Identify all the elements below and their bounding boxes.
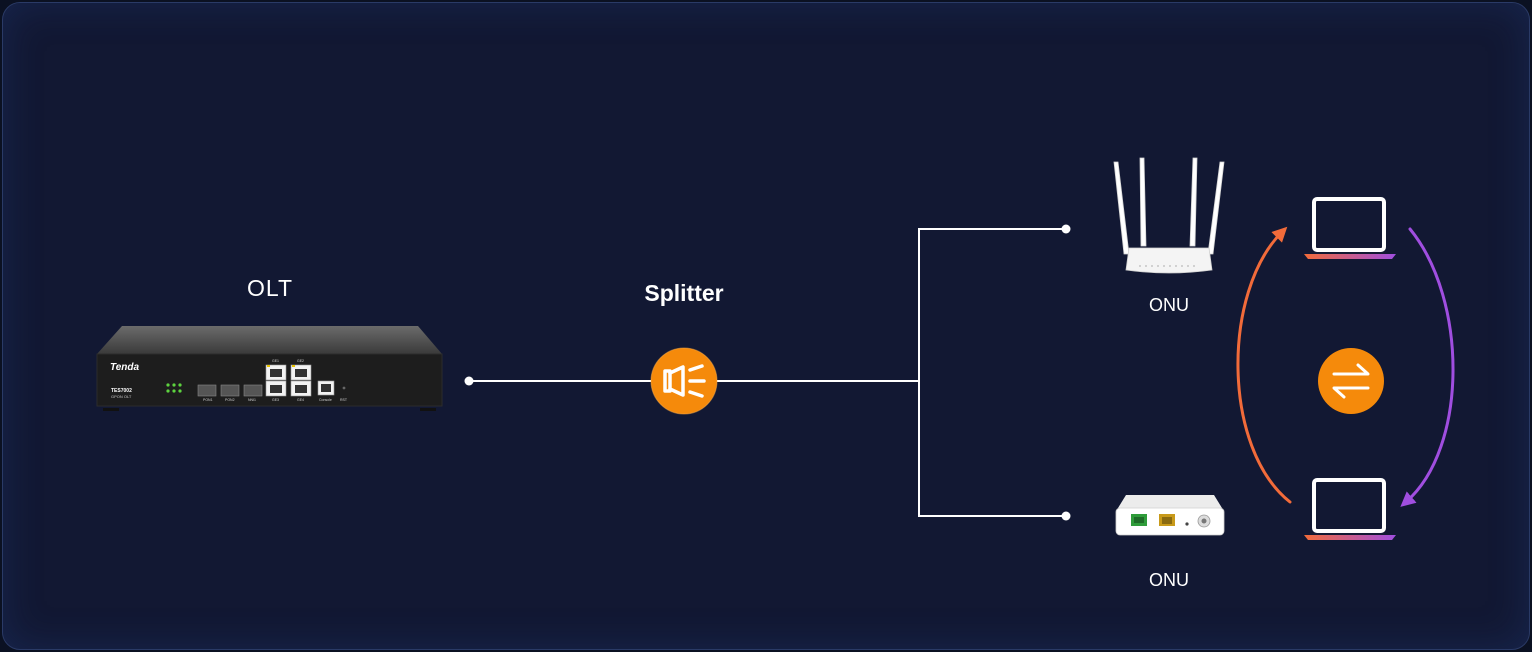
- svg-text:GE2: GE2: [297, 359, 304, 363]
- olt-port-dot: [464, 376, 474, 386]
- svg-text:GE1: GE1: [272, 359, 279, 363]
- connection-lines: [464, 224, 1071, 521]
- olt-model: TES7002: [111, 388, 132, 394]
- router-port-dot: [1061, 224, 1071, 234]
- downstream-arrow: [1400, 227, 1455, 507]
- olt-sfp-ports: [197, 384, 263, 397]
- olt-status-leds: [166, 383, 182, 393]
- svg-text:RST: RST: [340, 398, 348, 402]
- olt-brand: Tenda: [110, 362, 140, 373]
- onu-box-icon: [1115, 495, 1225, 536]
- olt-ethernet-ports: [265, 364, 346, 397]
- svg-text:NNI1: NNI1: [248, 398, 256, 402]
- olt-port-labels: PON1 PON2 NNI1 GE1 GE3 GE2 GE4 Console R…: [203, 359, 348, 402]
- olt-label: OLT: [246, 275, 294, 301]
- upstream-arrow: [1236, 226, 1292, 504]
- laptop-icon: [1304, 478, 1396, 540]
- onu-box-label: ONU: [1149, 570, 1189, 590]
- data-flow-arrows: [1236, 226, 1455, 507]
- splitter-plug-icon: [650, 347, 718, 415]
- wifi-router-icon: [1113, 157, 1225, 274]
- svg-text:Console: Console: [319, 398, 332, 402]
- svg-text:GE3: GE3: [272, 398, 279, 402]
- splitter-label: Splitter: [644, 280, 724, 306]
- branch-to-onu-box: [918, 381, 1066, 517]
- olt-subtitle: GPON OLT: [111, 394, 132, 399]
- onu-router-label: ONU: [1149, 295, 1189, 315]
- svg-text:PON2: PON2: [225, 398, 235, 402]
- branch-to-router: [918, 228, 1066, 381]
- exchange-arrows-icon: [1318, 348, 1384, 414]
- svg-text:GE4: GE4: [297, 398, 304, 402]
- svg-text:PON1: PON1: [203, 398, 213, 402]
- olt-device-icon: Tenda TES7002 GPON OLT PO: [96, 326, 443, 411]
- onu-box-port-dot: [1061, 511, 1071, 521]
- laptop-icon: [1304, 197, 1396, 259]
